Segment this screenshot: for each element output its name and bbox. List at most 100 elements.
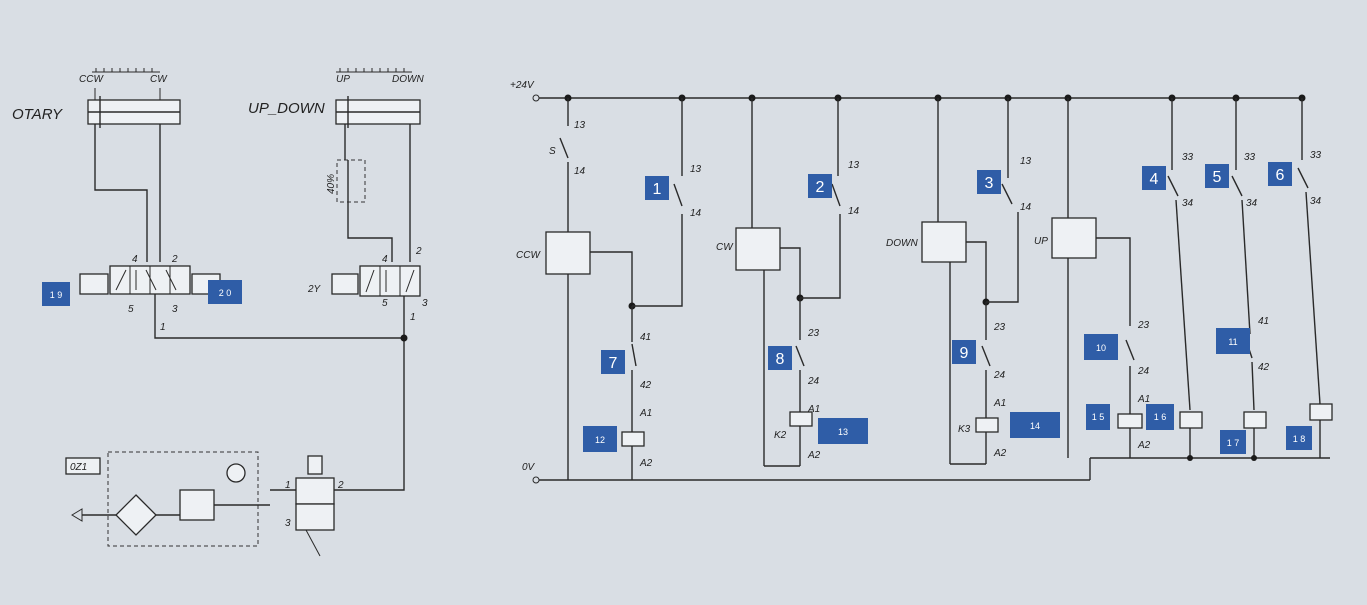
- marker-1: 1: [653, 181, 662, 198]
- coil-k3: [975, 417, 999, 433]
- service-unit-frame: [107, 451, 259, 547]
- marker-14: 14: [1030, 421, 1040, 431]
- svg-text:24: 24: [1137, 366, 1150, 377]
- svg-text:42: 42: [1258, 362, 1270, 373]
- rotary-ccw-label: CCW: [79, 74, 104, 85]
- marker-group: 1 2 3 4 5 6 7 8 9 10 11 12 13 14 1 5 1 6…: [42, 162, 1312, 454]
- supply-plus-label: +24V: [510, 80, 535, 91]
- updown-title: UP_DOWN: [248, 100, 325, 117]
- marker-15: 1 5: [1092, 412, 1105, 422]
- svg-text:23: 23: [807, 328, 820, 339]
- svg-text:13: 13: [574, 120, 586, 131]
- svg-text:41: 41: [640, 332, 651, 343]
- updown-down-label: DOWN: [392, 74, 424, 85]
- updown-valve: [331, 265, 421, 297]
- svg-text:42: 42: [640, 380, 652, 391]
- ud-port4: 4: [382, 254, 388, 265]
- svg-text:33: 33: [1182, 152, 1194, 163]
- svg-text:34: 34: [1310, 196, 1322, 207]
- coil-k2: [789, 411, 813, 427]
- marker-16: 1 6: [1154, 412, 1167, 422]
- svg-text:23: 23: [1137, 320, 1150, 331]
- sensor-down: [921, 221, 967, 263]
- sv-port2: 2: [337, 480, 344, 491]
- rv-port3: 3: [172, 304, 178, 315]
- marker-11: 11: [1228, 337, 1237, 347]
- svg-text:41: 41: [1258, 316, 1269, 327]
- sv-port1: 1: [285, 480, 291, 491]
- marker-7: 7: [609, 355, 618, 372]
- solenoid-coil-a: [1179, 411, 1203, 429]
- svg-text:13: 13: [1020, 156, 1032, 167]
- svg-text:14: 14: [848, 206, 860, 217]
- updown-cylinder: [335, 68, 421, 128]
- svg-text:14: 14: [1020, 202, 1032, 213]
- sensor-ccw: [545, 231, 591, 275]
- marker-13: 13: [838, 427, 848, 437]
- svg-text:14: 14: [690, 208, 702, 219]
- rv-port1: 1: [160, 322, 166, 333]
- svg-text:24: 24: [993, 370, 1006, 381]
- sensor-up: [1051, 217, 1097, 259]
- svg-text:23: 23: [993, 322, 1006, 333]
- svg-text:34: 34: [1182, 198, 1194, 209]
- svg-text:33: 33: [1310, 150, 1322, 161]
- solenoid-2y: 2Y: [307, 284, 322, 295]
- marker-19: 1 9: [50, 290, 63, 300]
- svg-text:CW: CW: [716, 242, 734, 253]
- supply-source-icon: [71, 508, 83, 522]
- svg-text:A2: A2: [1137, 440, 1151, 451]
- svg-text:K3: K3: [958, 424, 971, 435]
- marker-2: 2: [816, 179, 825, 196]
- coil-k4: [1117, 413, 1143, 429]
- service-unit-tag: 0Z1: [70, 462, 87, 473]
- ud-port1: 1: [410, 312, 416, 323]
- marker-4: 4: [1150, 171, 1159, 188]
- marker-9: 9: [960, 345, 969, 362]
- svg-text:24: 24: [807, 376, 820, 387]
- rotary-cw-label: CW: [150, 74, 168, 85]
- marker-3: 3: [985, 175, 994, 192]
- coil-k1: [621, 431, 645, 447]
- marker-5: 5: [1213, 169, 1222, 186]
- rv-port4: 4: [132, 254, 138, 265]
- svg-text:13: 13: [690, 164, 702, 175]
- marker-8: 8: [776, 351, 785, 368]
- rotary-valve: [79, 265, 221, 295]
- svg-text:14: 14: [574, 166, 586, 177]
- svg-text:A1: A1: [807, 404, 820, 415]
- rv-port5: 5: [128, 304, 134, 315]
- gauge-icon: [226, 463, 246, 483]
- svg-text:A2: A2: [993, 448, 1007, 459]
- start-valve: [295, 455, 335, 557]
- marker-18: 1 8: [1293, 434, 1306, 444]
- marker-10: 10: [1096, 343, 1106, 353]
- ud-port5: 5: [382, 298, 388, 309]
- rotary-title: OTARY: [12, 106, 63, 123]
- svg-text:UP: UP: [1034, 236, 1048, 247]
- svg-text:A1: A1: [1137, 394, 1150, 405]
- updown-up-label: UP: [336, 74, 350, 85]
- svg-text:34: 34: [1246, 198, 1258, 209]
- marker-17: 1 7: [1227, 438, 1240, 448]
- marker-20: 2 0: [219, 288, 232, 298]
- regulator-icon: [179, 489, 215, 521]
- start-switch-label: S: [549, 146, 556, 157]
- svg-text:13: 13: [848, 160, 860, 171]
- svg-text:A1: A1: [993, 398, 1006, 409]
- ud-port3: 3: [422, 298, 428, 309]
- ud-port2: 2: [415, 246, 422, 257]
- svg-text:K2: K2: [774, 430, 787, 441]
- sensor-cw: [735, 227, 781, 271]
- supply-zero-label: 0V: [522, 462, 536, 473]
- rv-port2: 2: [171, 254, 178, 265]
- marker-12: 12: [595, 435, 605, 445]
- marker-6: 6: [1276, 167, 1285, 184]
- throttle-percent: 40%: [326, 174, 337, 194]
- sv-port3: 3: [285, 518, 291, 529]
- svg-text:CCW: CCW: [516, 250, 541, 261]
- svg-text:DOWN: DOWN: [886, 238, 918, 249]
- solenoid-coil-c: [1309, 403, 1333, 421]
